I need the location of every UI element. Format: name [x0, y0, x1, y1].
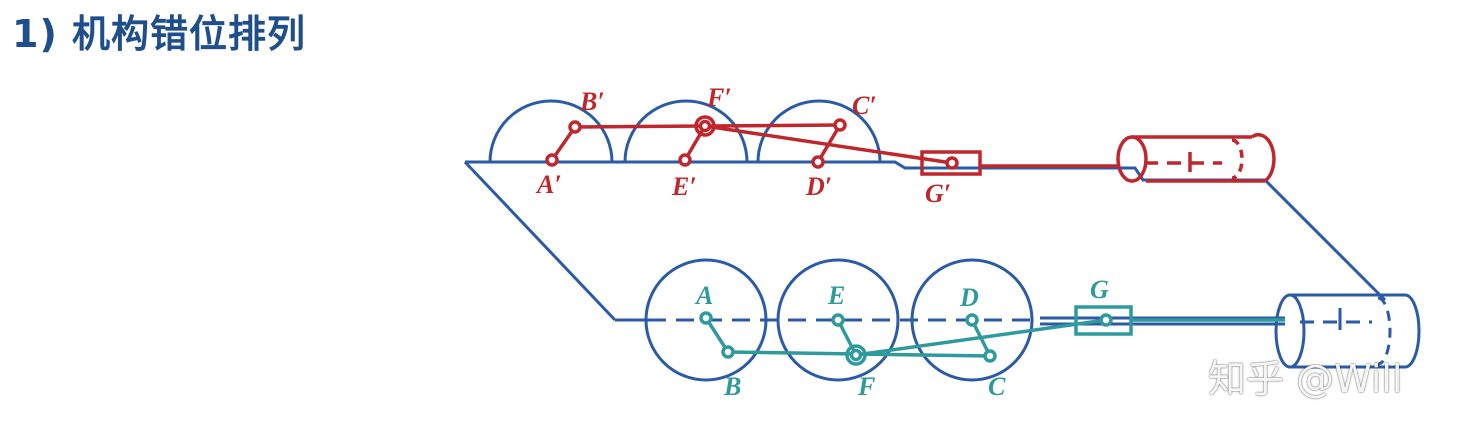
joint-f-outer: [845, 344, 867, 366]
label-d-prime: D′: [805, 172, 832, 201]
upper-wheel-1: [488, 99, 614, 163]
upper-cylinder: [1116, 133, 1276, 183]
label-a-prime: A′: [535, 170, 562, 199]
lower-wheel-1: [644, 258, 768, 382]
upper-labels: B′ F′ C′ A′ E′ D′ G′: [535, 83, 951, 208]
upper-mechanism: [545, 115, 1276, 183]
label-e: E: [827, 281, 845, 310]
joint-b-prime: [568, 120, 582, 134]
label-b-prime: B′: [579, 87, 605, 116]
joint-f-prime-outer: [694, 115, 716, 137]
label-a: A: [694, 281, 713, 310]
label-c-prime: C′: [852, 91, 877, 120]
joint-f-prime: [698, 119, 712, 133]
joint-c: [983, 349, 997, 363]
joint-a: [699, 311, 713, 325]
label-g-prime: G′: [925, 179, 951, 208]
machine-frame: [463, 99, 1421, 382]
label-e-prime: E′: [671, 172, 697, 201]
slider-g-prime: [920, 150, 982, 176]
joint-g-prime: [945, 156, 959, 170]
frame-right-side: [1263, 178, 1387, 302]
lower-labels: A E D G B F C: [694, 275, 1109, 401]
label-g: G: [1090, 275, 1109, 304]
watermark: 知乎 @Will: [1208, 357, 1403, 401]
joint-e: [831, 313, 845, 327]
label-b: B: [723, 372, 741, 401]
link-f-g-prime: [704, 124, 953, 165]
joint-g: [1099, 313, 1113, 327]
lower-wheel-2: [776, 258, 900, 382]
joint-a-prime: [545, 153, 559, 167]
label-c: C: [988, 372, 1006, 401]
label-d: D: [959, 283, 979, 312]
label-f: F: [857, 372, 875, 401]
lower-wheel-3: [910, 258, 1034, 382]
joint-d: [965, 313, 979, 327]
joint-b: [721, 345, 735, 359]
joint-e-prime: [678, 153, 692, 167]
joint-c-prime: [833, 118, 847, 132]
frame-left-side: [463, 160, 617, 322]
link-f-g: [855, 318, 1107, 357]
lower-mechanism: [699, 305, 1285, 366]
page-title: 1) 机构错位排列: [12, 12, 307, 56]
upper-wheel-2: [623, 99, 749, 163]
label-f-prime: F′: [706, 83, 732, 112]
joint-d-prime: [811, 155, 825, 169]
lower-cylinder: [1274, 293, 1421, 369]
joint-f: [849, 348, 863, 362]
